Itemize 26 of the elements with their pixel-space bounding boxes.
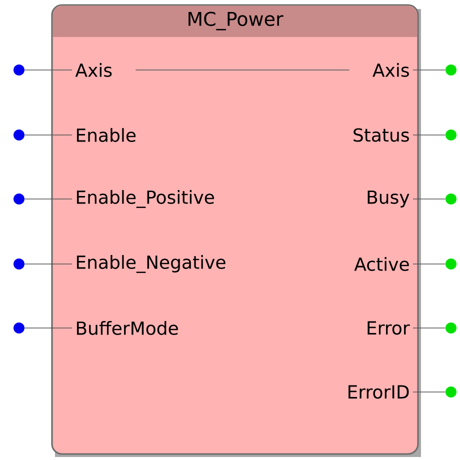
input-pin	[14, 64, 24, 76]
input-label: Enable_Positive	[76, 190, 214, 208]
connector-line	[412, 198, 446, 200]
connector-line	[24, 134, 72, 136]
output-label: ErrorID	[348, 385, 409, 399]
input-pin	[14, 130, 24, 140]
input-label: BufferMode	[76, 321, 178, 335]
output-pin	[446, 322, 456, 334]
output-pin	[446, 194, 456, 204]
output-pin	[446, 130, 456, 140]
output-label: Active	[354, 257, 409, 271]
output-pin	[446, 258, 456, 270]
output-label: Status	[354, 128, 409, 142]
output-pin	[446, 386, 456, 398]
output-label: Error	[368, 321, 410, 335]
output-label: Axis	[372, 63, 409, 77]
output-pin	[446, 64, 456, 76]
input-label: Axis	[75, 63, 112, 77]
input-label: Enable_Negative	[76, 255, 226, 273]
input-pin	[14, 322, 24, 334]
input-pin	[14, 194, 24, 204]
input-label: Enable	[76, 128, 136, 142]
output-label: Busy	[368, 190, 410, 208]
connector-line	[24, 198, 72, 200]
input-pin	[14, 258, 24, 270]
connector-line	[412, 134, 446, 136]
